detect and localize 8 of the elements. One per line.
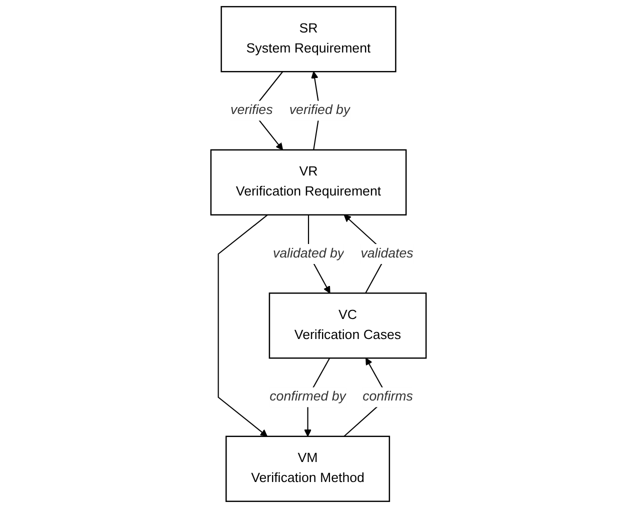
node-box: SR System Requirement bbox=[220, 6, 396, 72]
edge-label: verifies bbox=[230, 103, 273, 118]
edge-label: validates bbox=[360, 246, 414, 261]
node-box: VM Verification Method bbox=[226, 436, 390, 502]
arrow bbox=[218, 214, 268, 437]
node-box: VC Verification Cases bbox=[268, 292, 427, 359]
edge-label: confirms bbox=[362, 390, 413, 404]
node-box: VR Verification Requirement bbox=[210, 149, 407, 216]
